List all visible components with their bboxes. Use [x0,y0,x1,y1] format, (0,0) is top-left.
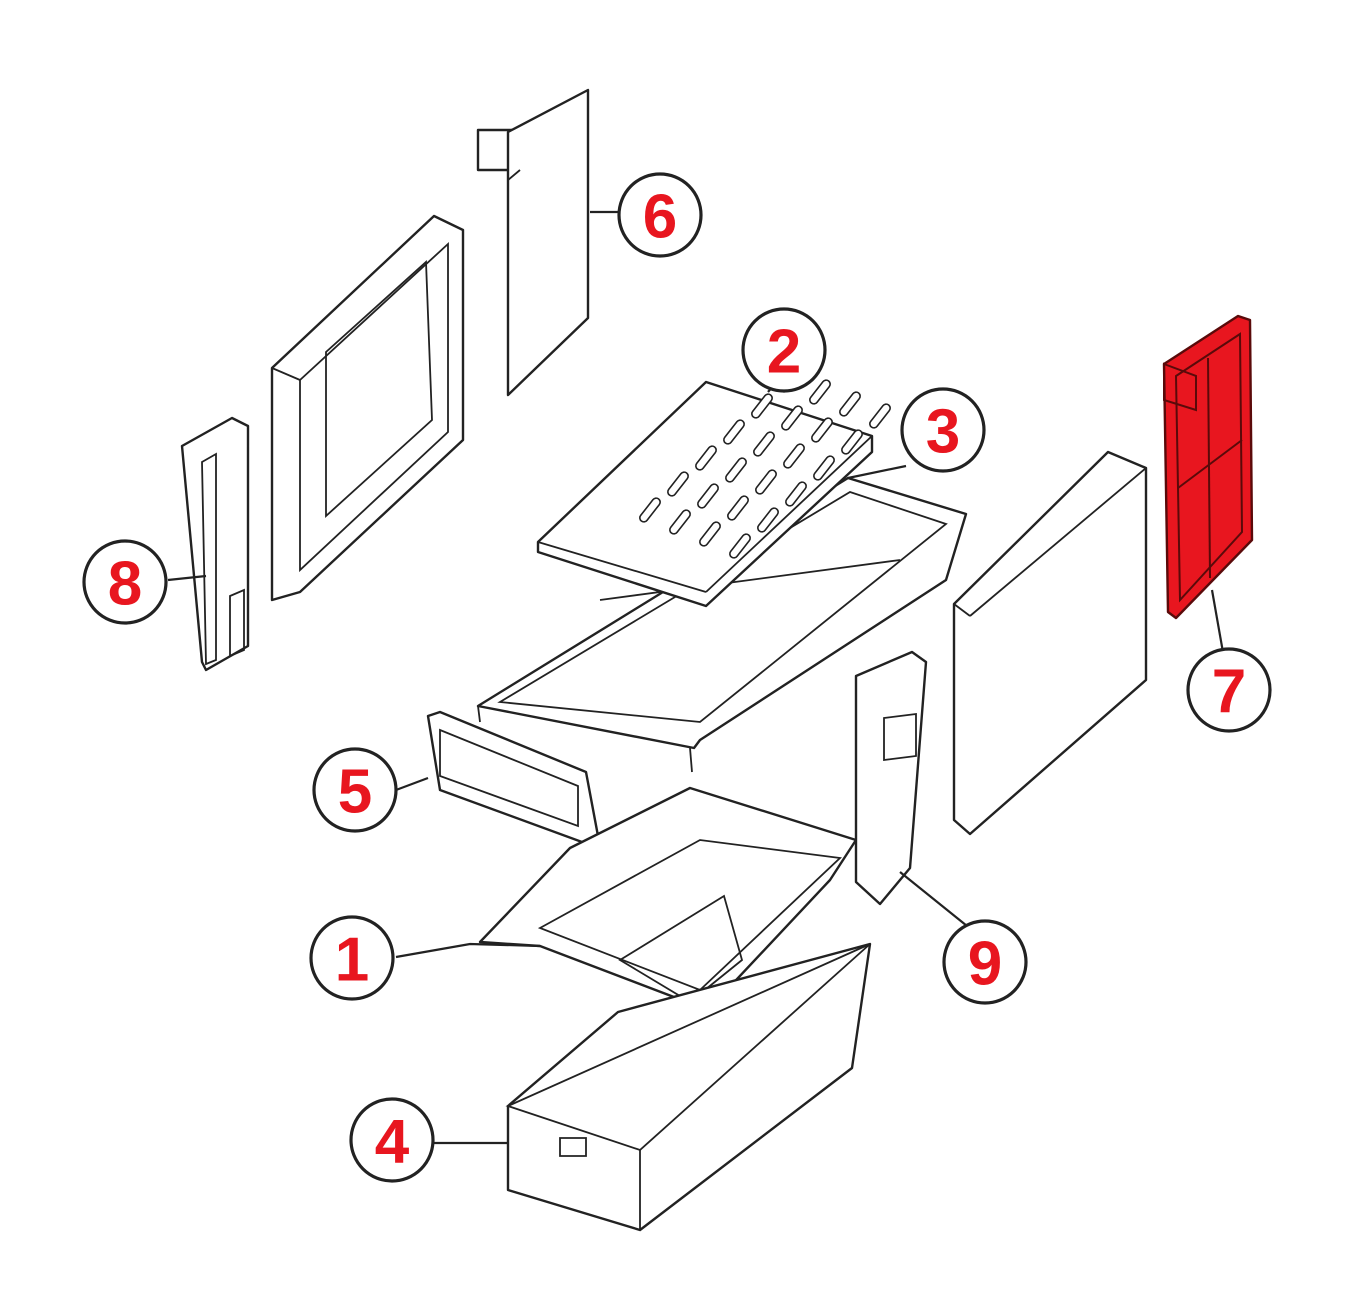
callout-2-label: 2 [767,318,801,387]
part-4-ash-drawer [505,942,872,1232]
grate-slot [699,521,721,547]
grate-slot [639,497,661,523]
grate-slot [697,483,719,509]
callout-8[interactable]: 8 [82,539,168,625]
callout-8-label: 8 [108,550,142,619]
grate-slots [639,367,891,559]
callout-5[interactable]: 5 [312,747,398,833]
callout-7-label: 7 [1212,658,1246,727]
grate-slot [755,469,777,495]
grate-slot [753,431,775,457]
grate-slot [725,457,747,483]
callout-9[interactable]: 9 [942,919,1028,1005]
callout-4[interactable]: 4 [349,1097,435,1183]
grate-slot [783,443,805,469]
part-2-grate-plate [536,367,891,608]
part-1-ash-pan-frame [478,786,858,1012]
callouts: 1 2 3 4 5 6 7 8 9 [82,172,1272,1183]
grate-slot [667,471,689,497]
grate-slot [727,495,749,521]
part-5-front-deflector [426,710,600,844]
grate-slot [695,445,717,471]
grate-slot [729,533,751,559]
callout-1[interactable]: 1 [309,915,395,1001]
callout-3[interactable]: 3 [900,387,986,473]
grate-slot [811,417,833,443]
grate-slot [781,405,803,431]
callout-5-label: 5 [338,758,372,827]
right-side-panel [952,450,1148,836]
grate-slot [869,403,891,429]
callout-6-label: 6 [643,183,677,252]
part-8-left-strip [180,416,250,672]
leader-8 [167,574,207,582]
callout-1-label: 1 [335,926,369,995]
grate-slot [669,509,691,535]
part-6-rear-baffle [476,88,590,397]
leader-7 [1210,589,1226,659]
grate-slot [751,393,773,419]
callout-4-label: 4 [375,1108,410,1177]
grate-slot [809,379,831,405]
grate-slot [785,481,807,507]
grate-slot [723,419,745,445]
leader-3 [847,464,907,480]
part-7-highlighted-liner [1162,314,1254,620]
callout-7[interactable]: 7 [1186,647,1272,733]
leader-5 [395,776,429,792]
grate-slot [757,507,779,533]
callout-6[interactable]: 6 [617,172,703,258]
grate-slot [813,455,835,481]
callout-9-label: 9 [968,930,1002,999]
callout-3-label: 3 [926,398,960,467]
callout-2[interactable]: 2 [741,307,827,393]
grate-slot [841,429,863,455]
leader-1 [395,942,541,959]
leader-9 [899,871,973,931]
left-back-panel [270,214,465,602]
part-9-right-strip [854,650,928,906]
grate-slot [839,391,861,417]
